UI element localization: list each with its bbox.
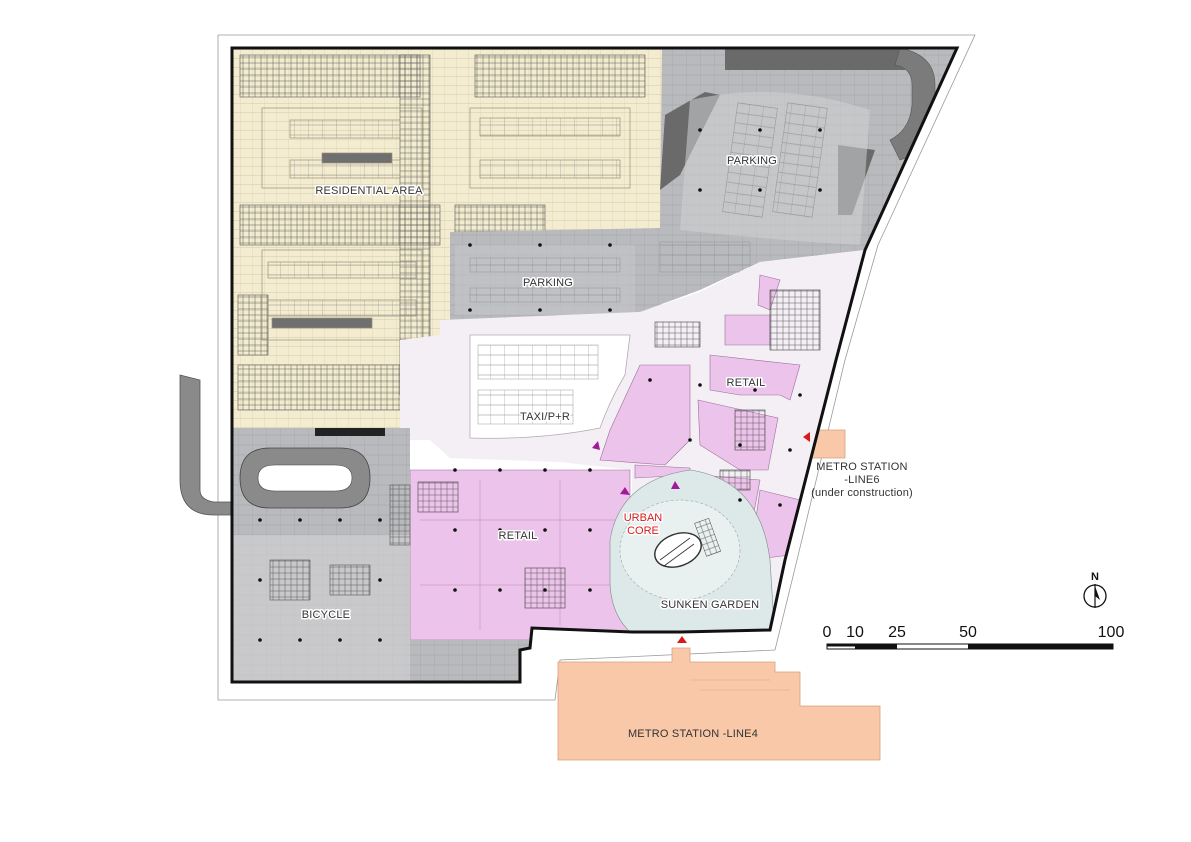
residential-parking-bays — [261, 107, 631, 341]
entrance-markers — [592, 432, 810, 643]
residential-area-label: RESIDENTIAL AREA — [315, 185, 423, 197]
site-boundary — [230, 46, 960, 684]
taxi-p-r-lot — [469, 334, 631, 439]
parking-north-east-label: PARKING — [727, 155, 777, 167]
parking-center-label: PARKING — [523, 277, 573, 289]
urban-core-label-line2: CORE — [627, 525, 659, 537]
residential-buildings — [237, 54, 646, 411]
scale-tick-100: 100 — [1098, 624, 1125, 641]
north-label: N — [1091, 571, 1099, 583]
retail-central — [409, 469, 631, 641]
north-arrow-icon: N — [1083, 571, 1107, 608]
retail-east-label: RETAIL — [727, 377, 766, 389]
sunken-garden — [609, 469, 776, 641]
structural-columns — [258, 128, 822, 642]
metro-line6-label-line1: METRO STATION — [816, 461, 907, 473]
metro-station-line4 — [557, 647, 881, 761]
metro-line6-label-line3: (under construction) — [811, 487, 913, 499]
sunken-garden-label: SUNKEN GARDEN — [661, 599, 760, 611]
scale-tick-50: 50 — [959, 624, 977, 641]
metro-line6-label-line2: -LINE6 — [844, 474, 879, 486]
outer-site-boundary — [217, 34, 976, 701]
scale-bar: 0 10 25 50 100 — [823, 624, 1125, 650]
urban-core-label-line1: URBAN — [624, 512, 663, 524]
scale-tick-10: 10 — [846, 624, 864, 641]
scale-tick-0: 0 — [823, 624, 832, 641]
taxi-p-r-label: TAXI/P+R — [520, 411, 570, 423]
scale-tick-25: 25 — [888, 624, 906, 641]
metro-line4-label: METRO STATION -LINE4 — [628, 728, 758, 740]
west-access-ramp — [179, 374, 236, 516]
bicycle-label: BICYCLE — [302, 609, 350, 621]
retail-center-label: RETAIL — [499, 530, 538, 542]
